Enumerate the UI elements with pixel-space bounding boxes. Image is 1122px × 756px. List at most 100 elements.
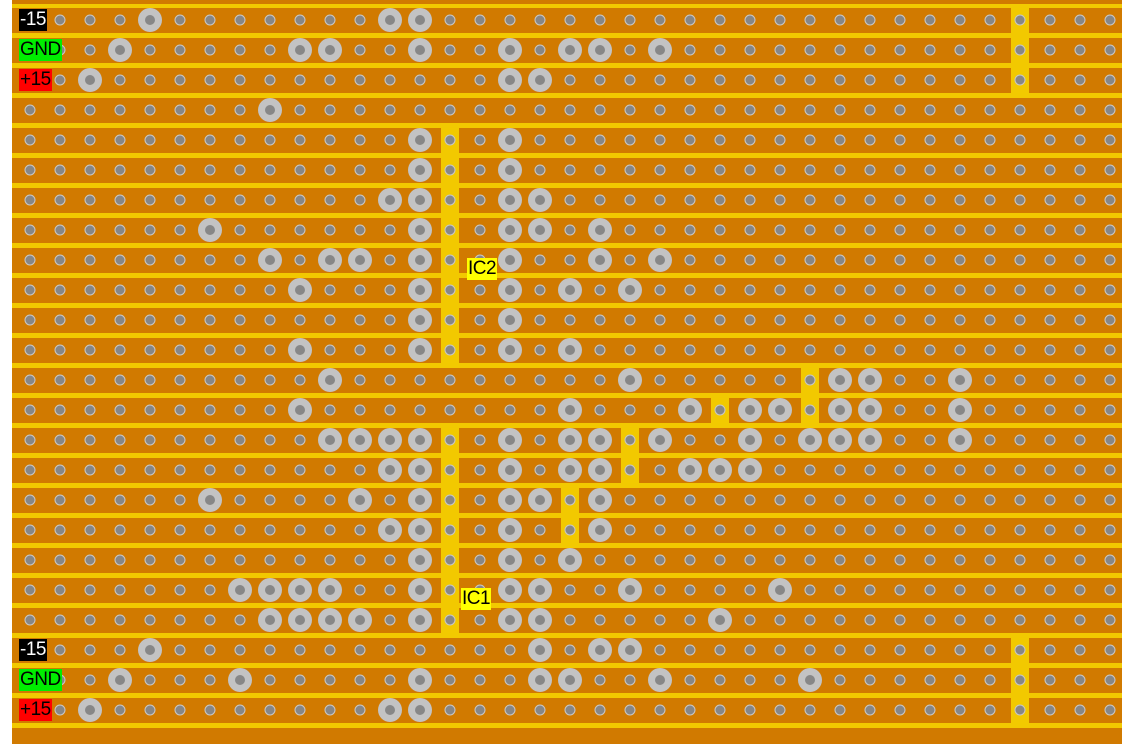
hole	[744, 254, 756, 266]
hole	[684, 314, 696, 326]
hole	[265, 105, 275, 115]
hole	[144, 554, 156, 566]
hole	[745, 435, 755, 445]
hole	[24, 614, 36, 626]
hole	[595, 465, 605, 475]
hole	[474, 284, 486, 296]
hole	[1104, 164, 1116, 176]
hole	[415, 615, 425, 625]
hole	[85, 705, 95, 715]
hole	[535, 615, 545, 625]
hole	[594, 374, 606, 386]
hole	[984, 44, 996, 56]
hole	[745, 405, 755, 415]
hole	[294, 494, 306, 506]
hole	[744, 614, 756, 626]
hole	[834, 644, 846, 656]
hole	[624, 344, 636, 356]
hole	[415, 45, 425, 55]
hole	[354, 704, 366, 716]
hole	[984, 344, 996, 356]
hole	[1074, 344, 1086, 356]
hole	[984, 614, 996, 626]
hole	[505, 585, 515, 595]
hole	[24, 464, 36, 476]
hole	[474, 104, 486, 116]
hole	[834, 194, 846, 206]
hole	[1074, 44, 1086, 56]
hole	[414, 74, 426, 86]
hole	[654, 554, 666, 566]
hole	[114, 134, 126, 146]
hole	[444, 74, 456, 86]
hole	[295, 285, 305, 295]
hole	[1044, 344, 1056, 356]
hole	[174, 494, 186, 506]
hole	[984, 14, 996, 26]
hole	[384, 254, 396, 266]
hole	[1044, 224, 1056, 236]
hole	[84, 134, 96, 146]
hole	[924, 254, 936, 266]
hole	[954, 254, 966, 266]
hole	[234, 404, 246, 416]
hole	[384, 44, 396, 56]
hole	[535, 585, 545, 595]
hole	[294, 374, 306, 386]
hole	[595, 495, 605, 505]
hole	[774, 644, 786, 656]
hole	[924, 584, 936, 596]
hole	[414, 374, 426, 386]
hole	[54, 404, 66, 416]
hole	[955, 405, 965, 415]
hole	[864, 284, 876, 296]
hole	[834, 704, 846, 716]
hole	[775, 585, 785, 595]
hole	[354, 644, 366, 656]
hole	[805, 675, 815, 685]
hole	[265, 255, 275, 265]
hole	[775, 405, 785, 415]
hole	[444, 14, 456, 26]
hole	[505, 75, 515, 85]
hole	[174, 524, 186, 536]
hole	[144, 524, 156, 536]
hole	[444, 344, 456, 356]
hole	[144, 494, 156, 506]
hole	[1074, 464, 1086, 476]
hole	[744, 524, 756, 536]
hole	[114, 584, 126, 596]
hole	[744, 104, 756, 116]
hole	[354, 194, 366, 206]
hole	[144, 134, 156, 146]
hole	[774, 524, 786, 536]
hole	[804, 104, 816, 116]
hole	[264, 644, 276, 656]
hole	[474, 494, 486, 506]
hole	[264, 374, 276, 386]
hole	[954, 284, 966, 296]
hole	[144, 614, 156, 626]
hole	[295, 585, 305, 595]
hole	[295, 615, 305, 625]
hole	[954, 464, 966, 476]
hole	[114, 524, 126, 536]
hole	[1104, 44, 1116, 56]
hole	[295, 45, 305, 55]
hole	[114, 194, 126, 206]
hole	[505, 225, 515, 235]
hole	[564, 194, 576, 206]
hole	[835, 375, 845, 385]
hole	[415, 495, 425, 505]
hole	[654, 74, 666, 86]
hole	[624, 314, 636, 326]
hole	[714, 494, 726, 506]
hole	[924, 404, 936, 416]
hole	[745, 465, 755, 475]
hole	[474, 644, 486, 656]
hole	[234, 614, 246, 626]
hole	[54, 224, 66, 236]
hole	[835, 435, 845, 445]
hole	[714, 224, 726, 236]
hole	[325, 435, 335, 445]
